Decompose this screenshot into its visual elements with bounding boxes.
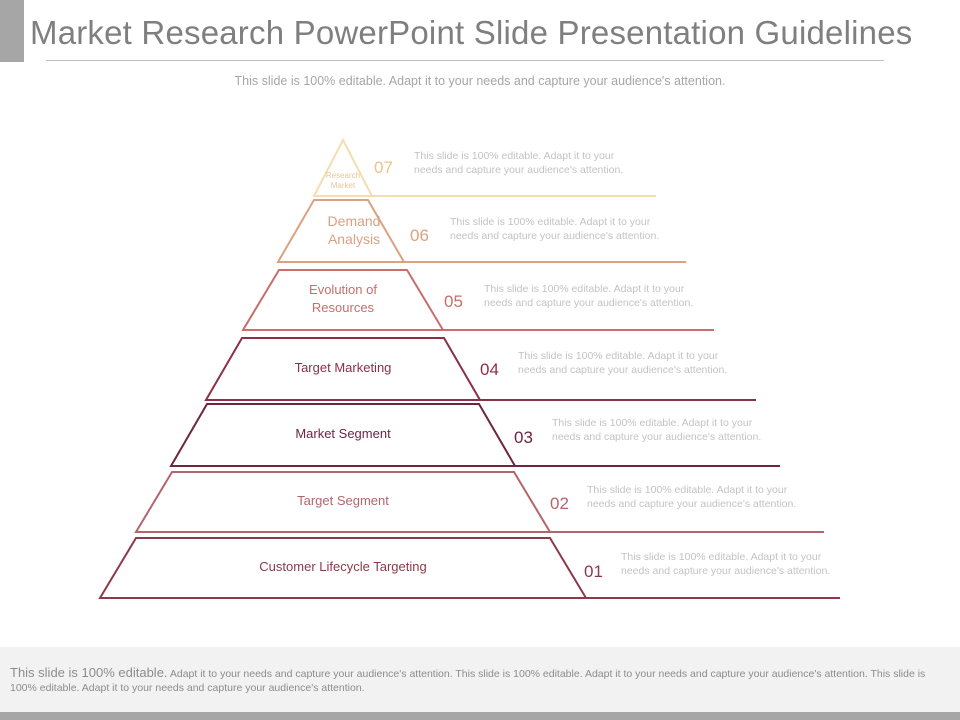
title-underline bbox=[46, 60, 884, 61]
pyramid-level-shape bbox=[312, 137, 374, 197]
level-number: 01 bbox=[584, 562, 603, 581]
level-number: 06 bbox=[410, 226, 429, 245]
level-label: Evolution of Resources bbox=[309, 282, 377, 315]
footer-body: Adapt it to your needs and capture your … bbox=[10, 668, 926, 694]
level-label: Demand Analysis bbox=[327, 213, 381, 247]
slide-title: Market Research PowerPoint Slide Present… bbox=[30, 14, 913, 51]
level-number: 02 bbox=[550, 494, 569, 513]
level-description: This slide is 100% editable. Adapt it to… bbox=[484, 283, 694, 309]
level-description: This slide is 100% editable. Adapt it to… bbox=[621, 551, 831, 577]
level-description: This slide is 100% editable. Adapt it to… bbox=[450, 216, 660, 242]
footer-bar bbox=[0, 712, 960, 720]
level-label: Target Marketing bbox=[294, 360, 392, 375]
slide-subtitle: This slide is 100% editable. Adapt it to… bbox=[234, 74, 726, 88]
level-number: 04 bbox=[480, 360, 499, 379]
title-accent-tab bbox=[0, 0, 24, 62]
level-number: 03 bbox=[514, 428, 533, 447]
footer-lead: This slide is 100% editable. bbox=[10, 665, 168, 680]
level-label: Research Market bbox=[325, 171, 361, 190]
level-number: 05 bbox=[444, 292, 463, 311]
level-label: Customer Lifecycle Targeting bbox=[259, 559, 427, 574]
level-label: Market Segment bbox=[295, 426, 391, 441]
level-description: This slide is 100% editable. Adapt it to… bbox=[414, 150, 624, 176]
level-description: This slide is 100% editable. Adapt it to… bbox=[552, 417, 762, 443]
footer-text: This slide is 100% editable. Adapt it to… bbox=[10, 666, 945, 695]
footer-band: This slide is 100% editable. Adapt it to… bbox=[0, 647, 960, 712]
level-label: Target Segment bbox=[297, 493, 389, 508]
level-description: This slide is 100% editable. Adapt it to… bbox=[518, 350, 728, 376]
level-number: 07 bbox=[374, 158, 393, 177]
level-description: This slide is 100% editable. Adapt it to… bbox=[587, 484, 797, 510]
